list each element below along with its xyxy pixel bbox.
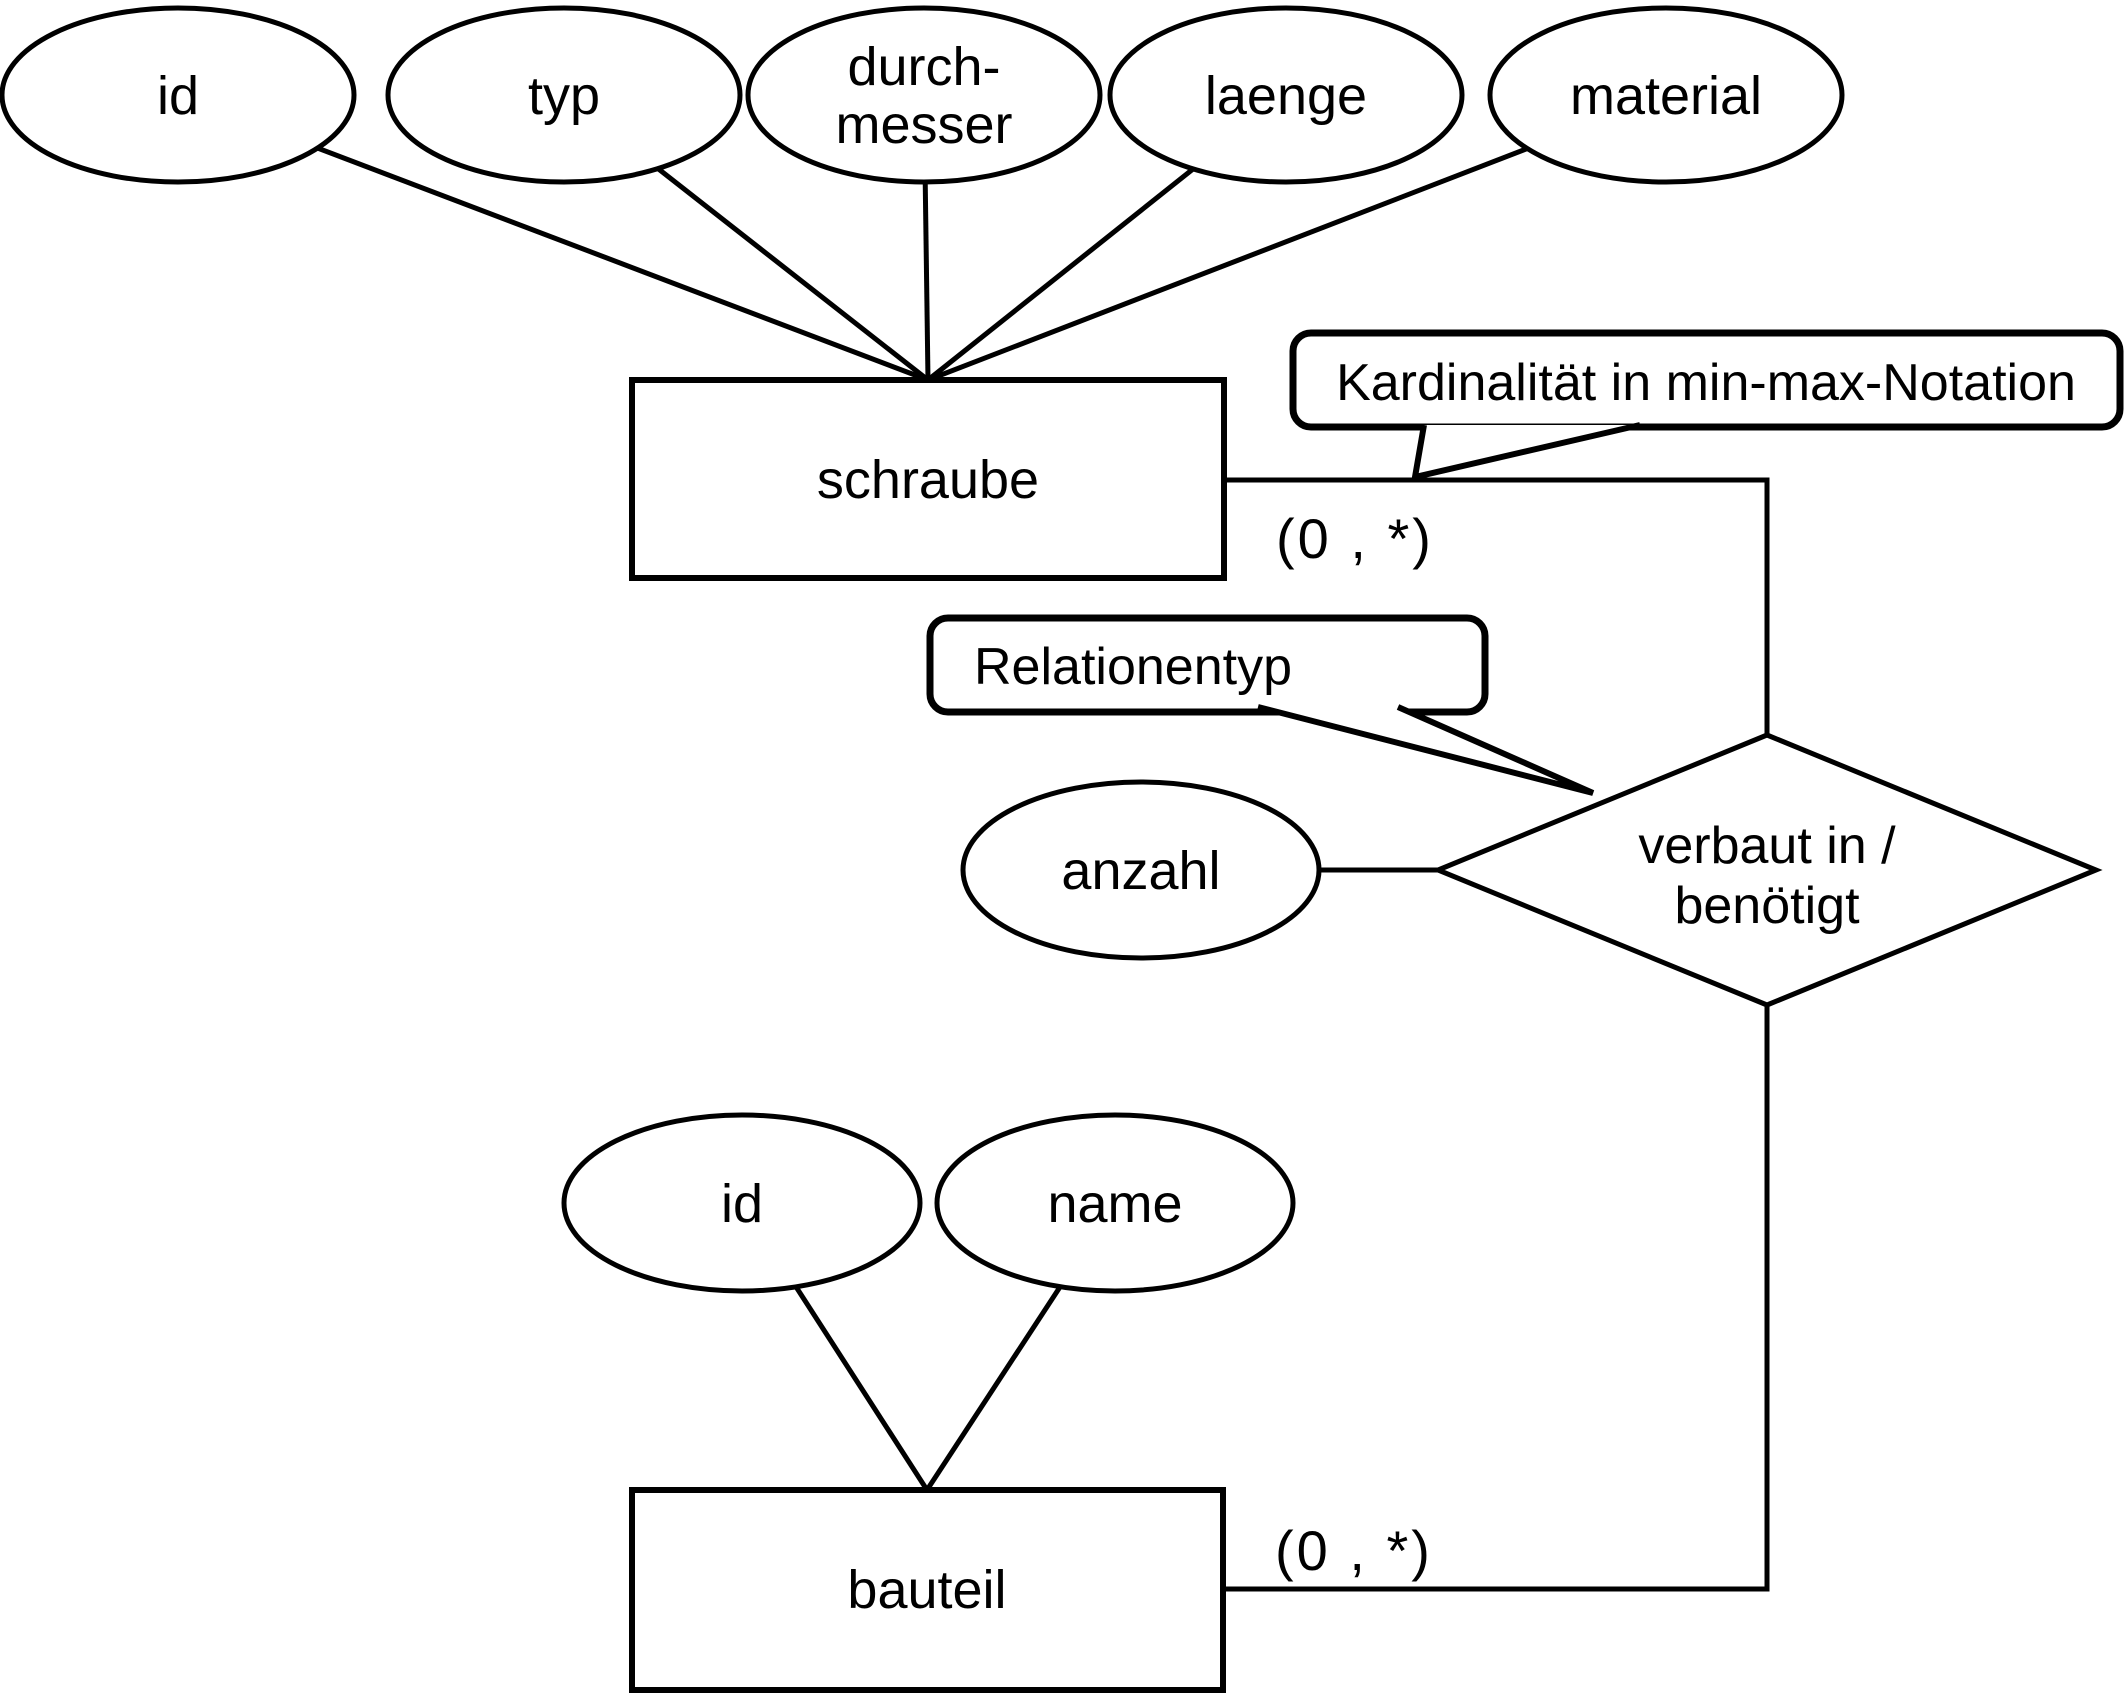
attribute-label: name [1047, 1174, 1182, 1234]
attribute-ellipse [0, 5, 357, 185]
attribute-laenge: laenge [1107, 5, 1465, 185]
attribute-ellipse [1487, 5, 1845, 185]
entity-bauteil: bauteil [629, 1487, 1226, 1693]
callout-tail [1257, 704, 1595, 796]
attribute-label: id [721, 1174, 763, 1234]
relationship-label-line1: verbaut in / [1638, 817, 1896, 875]
relationship-diamond [1431, 732, 2103, 1008]
entity-rect [629, 377, 1227, 581]
callout-cardinality-note: Kardinalität in min-max-Notation [1289, 329, 2124, 481]
attribute-bauteil-name: name [934, 1112, 1296, 1294]
entity-label: bauteil [847, 1560, 1006, 1620]
entity-rect [629, 1487, 1226, 1693]
attribute-schraube-id: id [0, 5, 357, 185]
callout-relation-note: Relationentyp [926, 614, 1595, 796]
callout-box [926, 614, 1489, 716]
attribute-ellipse [960, 779, 1322, 961]
attribute-label: id [157, 66, 199, 126]
attribute-ellipse [934, 1112, 1296, 1294]
attribute-label: anzahl [1061, 841, 1220, 901]
entity-schraube: schraube [629, 377, 1227, 581]
attribute-durchmesser: durch- messer [745, 5, 1103, 185]
cardinality-bauteil: (0 , *) [1275, 1519, 1433, 1582]
connector-schraube-relationship [1224, 477, 1770, 735]
attribute-ellipse [1107, 5, 1465, 185]
connector-relationship-bauteil [1223, 1005, 1770, 1592]
entity-label: schraube [817, 450, 1039, 510]
attribute-anzahl: anzahl [960, 779, 1322, 961]
relationship-verbaut-in-benoetigt: verbaut in / benötigt [1431, 732, 2103, 1008]
attribute-label: typ [528, 66, 600, 126]
relationship-label-line2: benötigt [1674, 877, 1860, 935]
attribute-label-line2: messer [835, 95, 1012, 155]
callout-text: Kardinalität in min-max-Notation [1336, 354, 2076, 412]
attribute-ellipse [745, 5, 1103, 185]
callout-box [1289, 329, 2124, 431]
attribute-material: material [1487, 5, 1845, 185]
attribute-label: material [1570, 66, 1762, 126]
attribute-ellipse [385, 5, 743, 185]
attribute-ellipse [561, 1112, 923, 1294]
callout-tail [1411, 422, 1641, 481]
attribute-bauteil-id: id [561, 1112, 923, 1294]
attribute-label: laenge [1205, 66, 1367, 126]
callout-text: Relationentyp [974, 638, 1292, 696]
attribute-typ: typ [385, 5, 743, 185]
attribute-label-line1: durch- [847, 37, 1000, 97]
cardinality-schraube: (0 , *) [1276, 507, 1434, 570]
